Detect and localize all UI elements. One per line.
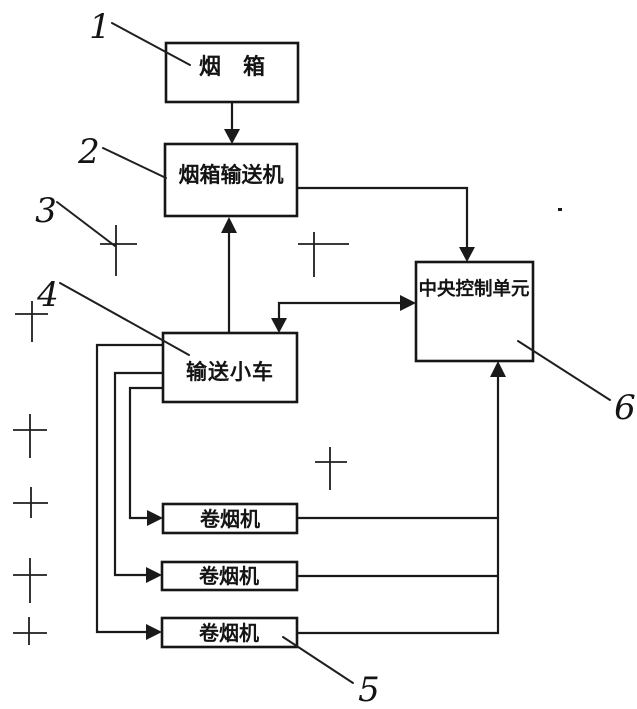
wire [113,371,163,577]
node-label: 烟箱输送机 [179,163,284,187]
node-label: 卷烟机 [200,507,260,531]
node-border [163,142,299,218]
register-cross [13,617,47,645]
connector-conveyor-to-central [297,186,475,262]
node-border [164,41,300,104]
connector-cart-to-machine1 [128,386,163,526]
node-label: 卷烟机 [199,621,259,645]
connector-machines-to-central [297,361,506,635]
node-border [161,331,299,404]
connector-smokebox-to-conveyor [224,102,240,144]
node-label: 烟 箱 [199,54,265,80]
leader-line-1 [111,22,191,66]
arrow-right-icon [146,624,162,640]
node-label: 卷烟机 [199,564,259,588]
node-smoke-box: 烟 箱 [164,41,300,104]
ref-number-5: 5 [358,670,380,709]
node-central-control-unit: 中央控制单元 [414,260,535,363]
wire [95,343,163,634]
arrow-right-icon [400,295,416,311]
node-border [414,260,535,363]
node-label: 输送小车 [186,360,274,384]
wire [297,377,500,635]
node-label: 中央控制单元 [418,278,530,300]
ref-number-3: 3 [35,191,57,231]
arrow-up-icon [490,361,506,377]
register-cross [13,558,47,603]
register-cross [15,301,48,342]
connector-cart-to-machine2 [113,371,163,583]
register-cross [315,447,347,490]
leader-line-3 [56,201,116,247]
scan-speck [558,208,562,211]
arrow-down-icon [224,129,240,144]
register-cross [13,487,48,518]
leader-line-5 [282,636,354,684]
arrow-down-icon [271,318,287,333]
register-cross [13,414,47,458]
leader-line-4 [59,282,190,356]
arrow-down-icon [459,247,475,262]
wire [128,386,163,520]
wire [297,186,469,248]
connector-cart-to-conveyor [221,217,237,333]
ref-number-4: 4 [36,275,59,315]
wire [277,301,401,319]
arrow-up-icon [221,217,237,233]
register-cross [100,225,137,276]
node-cigarette-machine-2: 卷烟机 [160,560,299,592]
node-transport-cart: 输送小车 [161,331,299,404]
arrow-right-icon [146,567,162,583]
connector-cart-central-bidirectional [271,295,416,333]
leader-line-2 [102,147,167,179]
node-cigarette-machine-1: 卷烟机 [161,502,299,535]
node-smoke-box-conveyor: 烟箱输送机 [163,142,299,218]
node-border [160,560,299,592]
node-border [160,616,299,649]
node-border [161,502,299,535]
register-cross [298,232,349,277]
leader-line-6 [517,340,611,401]
ref-number-2: 2 [77,132,100,172]
ref-number-6: 6 [614,388,636,428]
ref-number-1: 1 [89,7,111,47]
node-cigarette-machine-3: 卷烟机 [160,616,299,649]
connector-cart-to-machine3 [95,343,163,640]
arrow-right-icon [147,510,163,526]
